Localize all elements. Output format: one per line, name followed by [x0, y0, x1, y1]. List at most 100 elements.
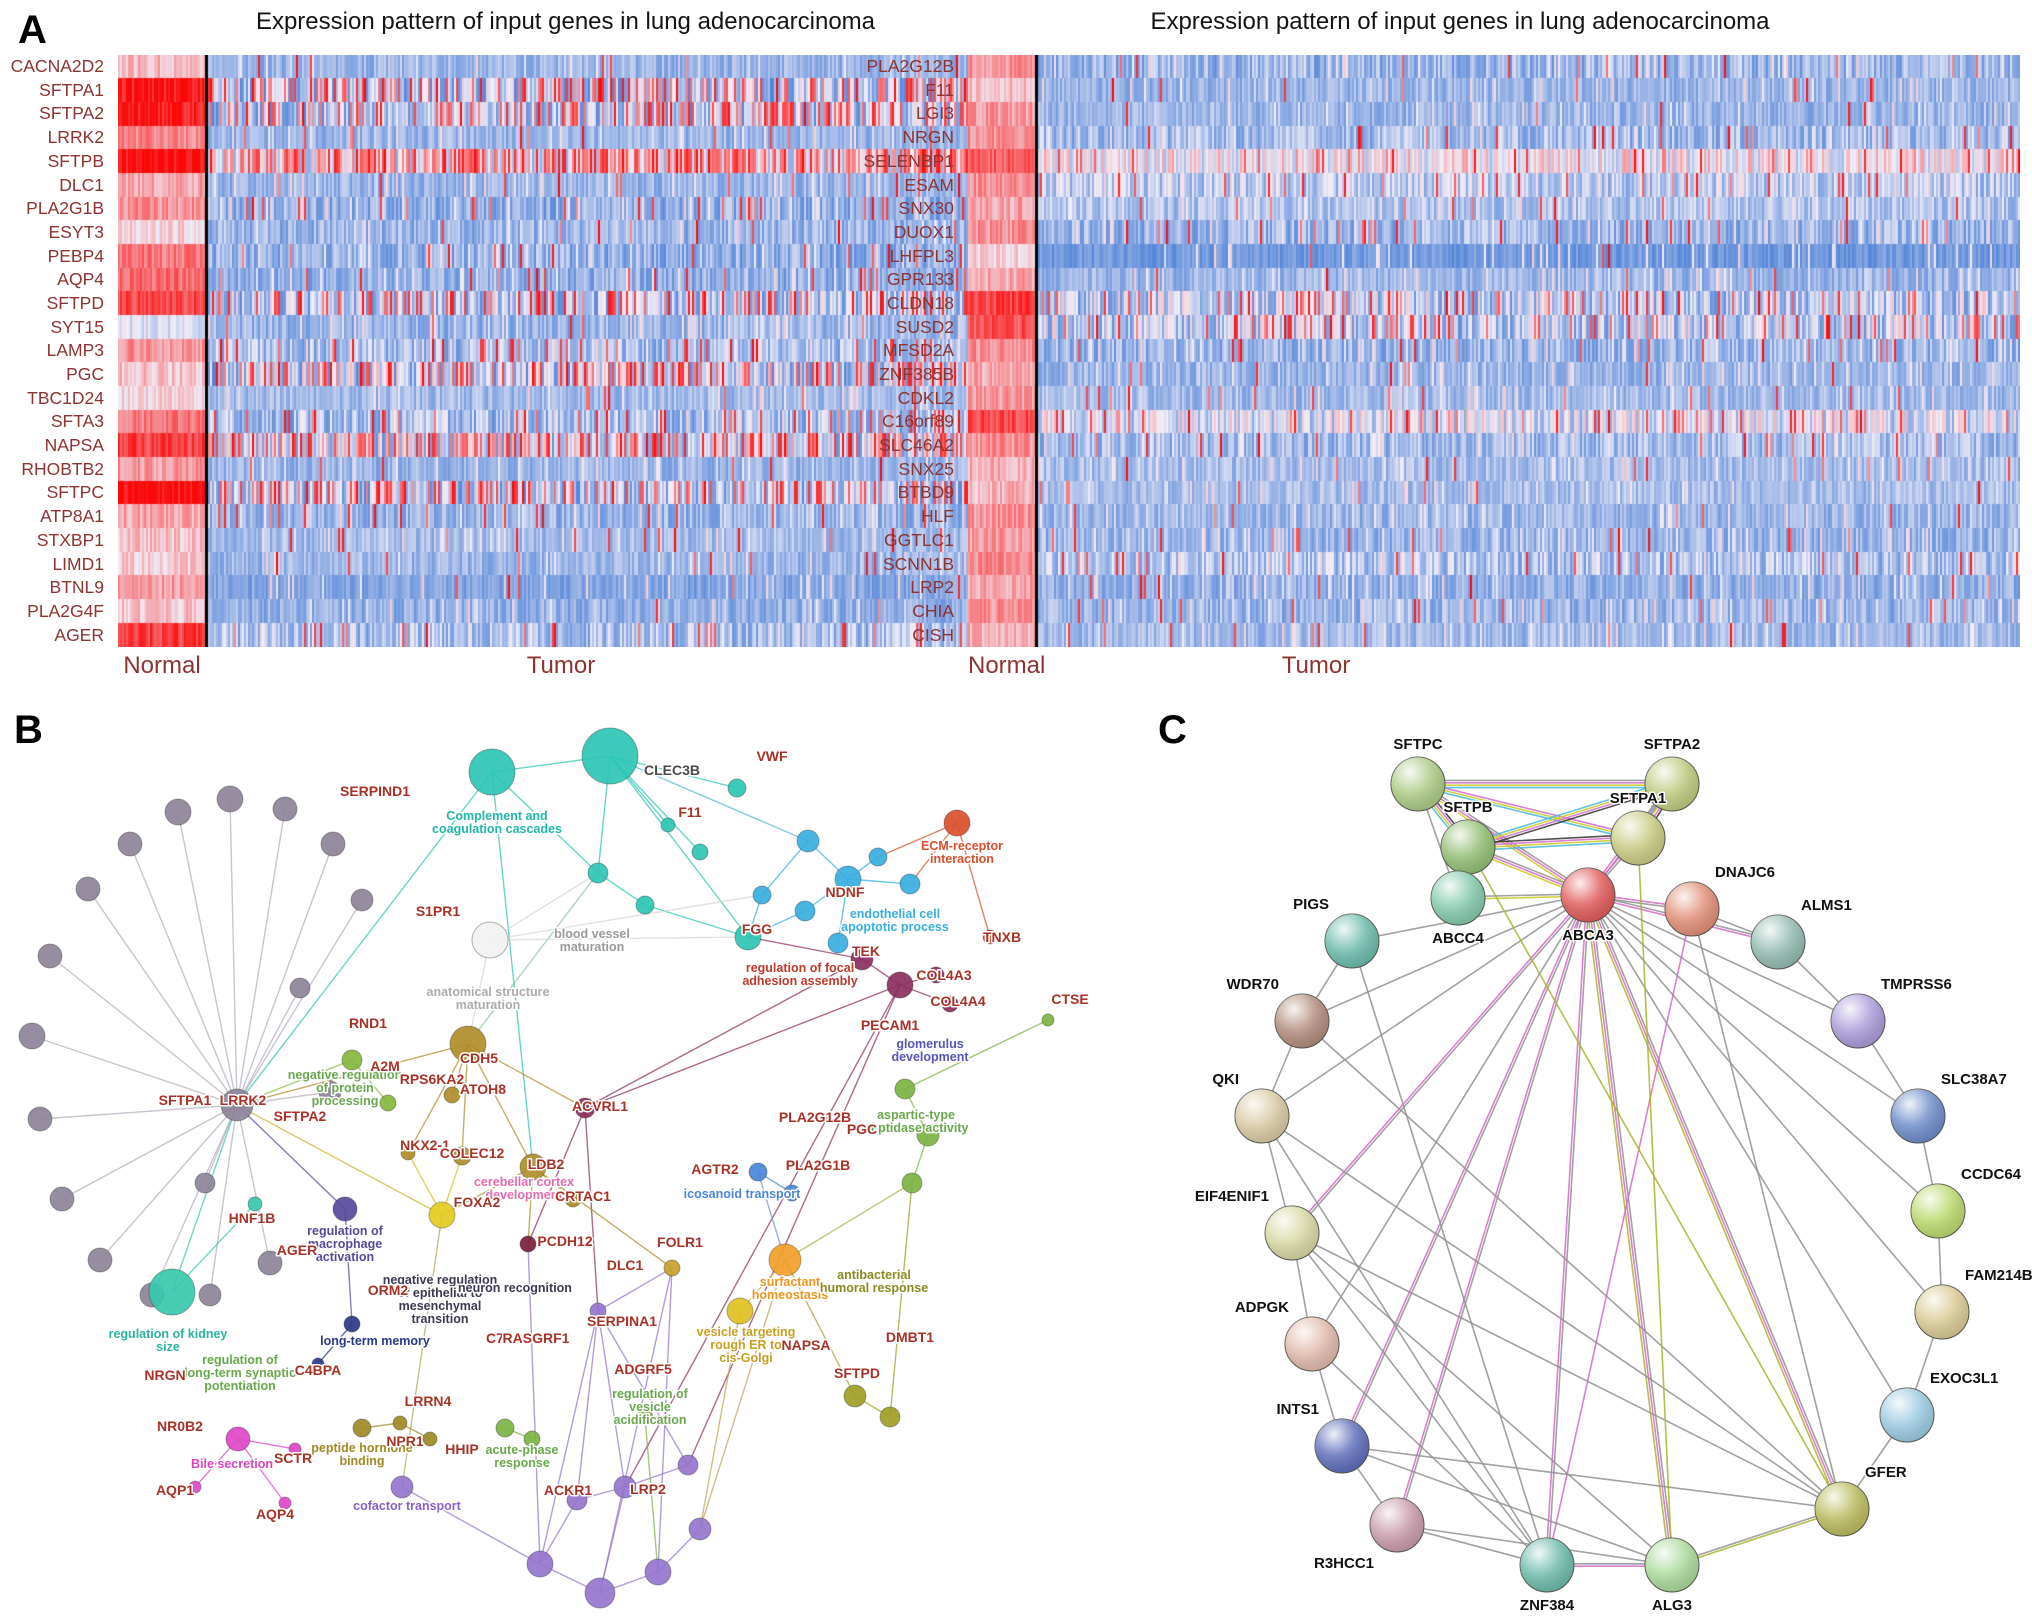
- ppi-edge: [1291, 1232, 1673, 1566]
- network-node-m3: [927, 966, 945, 984]
- ppi-edge: [1351, 940, 1548, 1566]
- network-node-c5: [827, 932, 849, 954]
- node-shine: [1911, 1184, 1965, 1238]
- network-edge: [401, 1486, 541, 1565]
- gene-label: AQP4: [57, 269, 104, 290]
- gene-label: DUOX1: [893, 221, 954, 242]
- network-edge: [236, 1043, 469, 1106]
- network-edge: [236, 987, 301, 1106]
- network-node-s3: [164, 798, 192, 826]
- network-edge: [491, 771, 534, 1168]
- network-edge: [609, 755, 809, 842]
- go-term-label: cofactor transport: [353, 1499, 461, 1513]
- ppi-edge: [1587, 894, 1943, 1313]
- ppi-edge: [1587, 894, 1843, 1510]
- ppi-edge: [1468, 840, 1639, 852]
- gene-node-label: PGC: [847, 1121, 877, 1137]
- network-edge: [889, 1182, 913, 1418]
- network-node-gv1: [636, 1408, 654, 1426]
- network-edge: [441, 1166, 534, 1216]
- gene-label: RHOBTB2: [21, 458, 104, 479]
- gene-node-label: ADGRF5: [614, 1361, 672, 1377]
- network-edge: [489, 872, 599, 941]
- gene-label: SFTPC: [46, 482, 104, 503]
- protein-label: SLC38A7: [1941, 1071, 2007, 1088]
- ppi-edge: [1311, 894, 1589, 1345]
- protein-label: CCDC64: [1961, 1166, 2022, 1183]
- network-node-e2: [982, 929, 998, 945]
- gene-node-label: SFTPA2: [274, 1108, 327, 1124]
- gene-node-label: SERPINA1: [587, 1313, 657, 1329]
- protein-label: WDR70: [1226, 976, 1279, 993]
- gene-label: SNX25: [898, 458, 954, 479]
- node-shine: [1891, 1089, 1945, 1143]
- network-edge: [657, 1267, 673, 1573]
- network-node-t8: [734, 923, 762, 951]
- protein-label: QKI: [1212, 1071, 1239, 1088]
- ppi-edge: [1587, 894, 1859, 1022]
- gene-node-label: C7: [486, 1330, 504, 1346]
- network-node-s8: [37, 943, 63, 969]
- network-node-k3: [422, 1431, 438, 1447]
- gene-node-label: CTSE: [1051, 991, 1088, 1007]
- go-term-label: Bile secretion: [191, 1457, 273, 1471]
- gene-label: CISH: [912, 624, 954, 645]
- gene-node-label: F11: [678, 804, 702, 820]
- network-node-s6: [320, 831, 346, 857]
- protein-label: ABCC4: [1432, 930, 1484, 947]
- gene-label: CACNA2D2: [10, 56, 104, 77]
- protein-label: SFTPA2: [1644, 736, 1700, 753]
- gene-label: SUSD2: [895, 316, 954, 337]
- go-term-label: long-term memory: [320, 1334, 430, 1348]
- ppi-edge: [1397, 895, 1590, 1526]
- ppi-edge: [1467, 833, 1638, 845]
- network-node-t6: [635, 895, 655, 915]
- network-node-e1: [943, 809, 971, 837]
- gene-node-label: LRRN4: [405, 1393, 452, 1409]
- gene-label: SLC46A2: [879, 435, 954, 456]
- network-edge: [344, 1208, 353, 1325]
- ppi-edge: [1589, 893, 1845, 1509]
- ppi-edge: [1417, 783, 1639, 839]
- network-node-c4: [752, 885, 772, 905]
- protein-label: ZNF384: [1520, 1597, 1575, 1614]
- protein-label: R3HCC1: [1314, 1555, 1374, 1572]
- ppi-edge: [1468, 786, 1674, 852]
- network-edge: [151, 1104, 238, 1296]
- network-node-mg3: [278, 1496, 292, 1510]
- network-edge: [467, 872, 599, 1045]
- network-node-o3: [452, 1146, 472, 1166]
- protein-label: GFER: [1865, 1464, 1907, 1481]
- network-edge: [209, 1104, 238, 1296]
- gene-node-label: NAPSA: [781, 1337, 830, 1353]
- network-edge: [527, 1107, 586, 1245]
- gene-label: LGI3: [916, 103, 954, 124]
- go-term-label: neuron recognition: [458, 1281, 572, 1295]
- gene-label: HLF: [920, 506, 954, 527]
- node-shine: [1315, 1419, 1369, 1473]
- network-edge: [956, 822, 991, 938]
- gene-label: SCNN1B: [883, 553, 954, 574]
- panel-c-letter: C: [1158, 708, 1187, 752]
- node-shine: [1645, 757, 1699, 811]
- gene-node-label: SFTPA1: [159, 1092, 212, 1108]
- gene-label: SFTPB: [47, 150, 104, 171]
- network-edge: [687, 984, 901, 1466]
- network-edge: [539, 1310, 599, 1565]
- heatmap-right-title: Expression pattern of input genes in lun…: [1150, 8, 1770, 35]
- network-node-tb2: [247, 1196, 263, 1212]
- heatmap-left-title: Expression pattern of input genes in lun…: [255, 8, 876, 35]
- ppi-edge: [1584, 895, 1671, 1566]
- gene-label: DLC1: [59, 174, 104, 195]
- protein-label: EIF4ENIF1: [1195, 1188, 1269, 1205]
- gene-label: NAPSA: [44, 435, 104, 456]
- network-node-s15: [257, 1250, 283, 1276]
- network-node-pb1: [390, 1475, 414, 1499]
- network-node-mg2: [188, 1480, 202, 1494]
- network-node-s12: [87, 1247, 113, 1273]
